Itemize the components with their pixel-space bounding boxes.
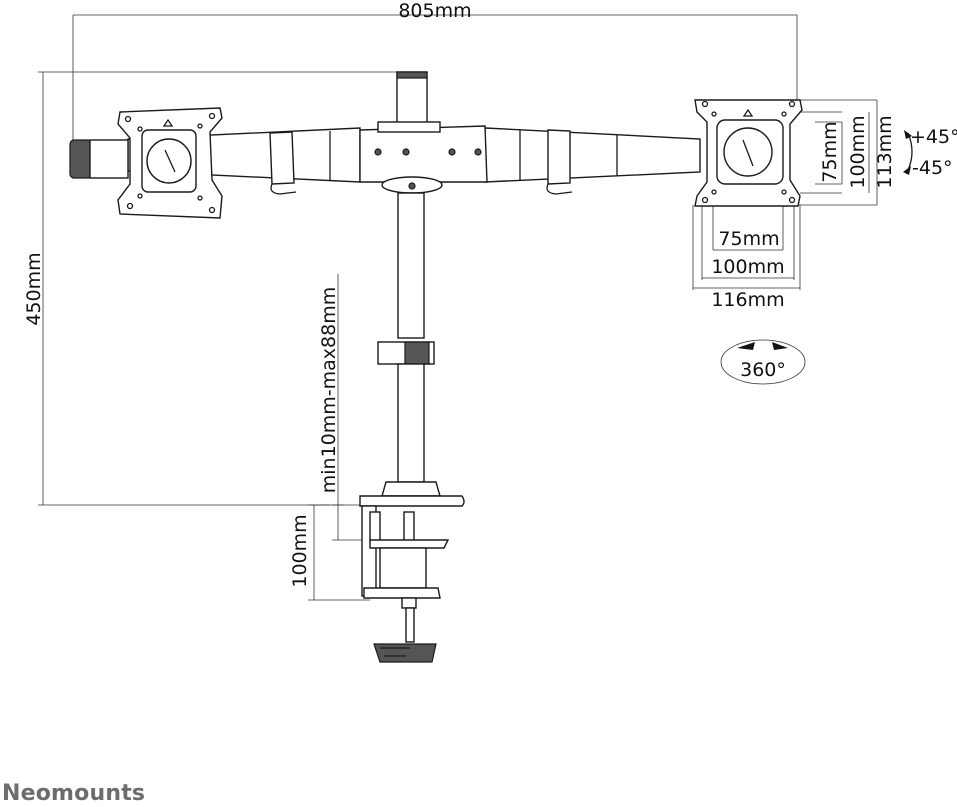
- central-hub: [359, 125, 488, 183]
- plate-horizontal-dimensions: 75mm 100mm 116mm: [692, 190, 801, 311]
- left-plate-disc: [146, 138, 192, 184]
- vesa-100-vertical-label: 100mm: [847, 115, 869, 188]
- plate-113-label: 113mm: [874, 115, 896, 188]
- swivel-label: 360°: [740, 359, 786, 381]
- pole-top: [396, 71, 428, 129]
- hub-top-plate: [377, 121, 441, 133]
- clamp-slot-left: [369, 511, 381, 543]
- left-cable-clip: [269, 131, 295, 185]
- clamp-knob: [373, 643, 437, 663]
- clamp-foot: [363, 587, 441, 599]
- clamp-height-dimension: 100mm: [289, 504, 370, 601]
- left-arm-end: [89, 139, 129, 179]
- tilt-indicator: +45° -45°: [903, 126, 957, 179]
- clamp-range-dimension: min10mm-max88mm: [318, 274, 370, 541]
- plate-vertical-dimensions: 75mm 100mm 113mm: [790, 99, 896, 206]
- main-pole: [397, 192, 425, 339]
- lower-pole: [397, 363, 425, 483]
- left-end-cap: [69, 139, 93, 179]
- clamp-body: [379, 547, 427, 589]
- clamp-pad: [369, 539, 450, 549]
- mount-drawing: [69, 71, 803, 663]
- collar-knob: [404, 341, 430, 365]
- width-label: 805mm: [398, 0, 471, 22]
- vesa-75-horizontal-label: 75mm: [718, 228, 779, 250]
- height-dimension: 450mm: [23, 71, 400, 506]
- brand-logo: Neomounts: [2, 781, 146, 806]
- swivel-indicator: 360°: [720, 339, 806, 385]
- desk-plate: [359, 495, 465, 507]
- pole-cap: [396, 71, 428, 79]
- clamp-range-label: min10mm-max88mm: [318, 287, 340, 493]
- clamp-screw: [405, 607, 415, 643]
- tilt-down-label: -45°: [912, 157, 953, 179]
- clamp-height-label: 100mm: [289, 514, 311, 587]
- pole-base: [381, 481, 441, 497]
- clamp-nut: [401, 597, 417, 609]
- plate-116-label: 116mm: [711, 289, 784, 311]
- tilt-up-label: +45°: [910, 126, 957, 148]
- width-dimension: 805mm: [72, 0, 798, 140]
- clamp-slot-right: [403, 511, 415, 543]
- height-label: 450mm: [23, 252, 45, 325]
- right-cable-clip: [547, 129, 571, 185]
- right-arm: [484, 127, 701, 183]
- vesa-75-vertical-label: 75mm: [819, 121, 841, 182]
- vesa-100-horizontal-label: 100mm: [711, 256, 784, 278]
